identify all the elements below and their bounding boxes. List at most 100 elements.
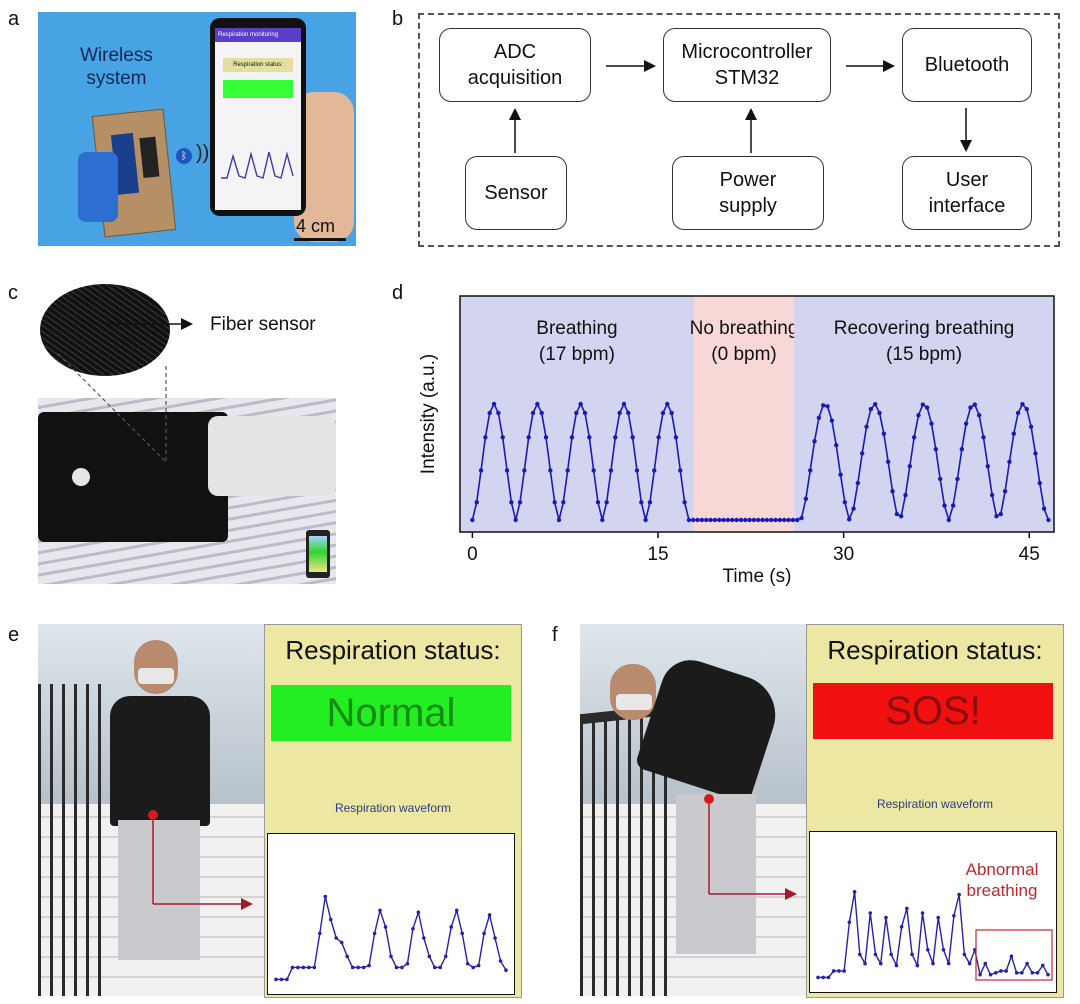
data-point (799, 515, 804, 521)
panel-label-d: d (392, 282, 404, 304)
data-point (920, 402, 926, 407)
data-point (1024, 406, 1029, 412)
abnormal-region-box (975, 929, 1053, 981)
waveform-point (1020, 971, 1024, 975)
sensor-pointer (152, 820, 253, 910)
abnormal-breathing-label: Abnormal breathing (965, 860, 1039, 900)
data-point (604, 500, 609, 505)
data-point (509, 500, 514, 505)
waveform-point (372, 931, 377, 936)
waveform-point (826, 975, 831, 980)
data-point (678, 468, 683, 473)
bluetooth-module (139, 136, 160, 179)
data-point (608, 468, 614, 473)
white-trousers (208, 416, 336, 496)
phone-app-header: Respiration monitoring (215, 28, 301, 42)
data-point (842, 500, 848, 505)
data-point (738, 517, 744, 523)
data-point (673, 435, 679, 440)
data-point (695, 517, 700, 523)
waveform-label-e: Respiration waveform (334, 801, 452, 815)
data-point (911, 435, 917, 440)
waveform-point (905, 906, 909, 911)
shirt-logo (72, 468, 90, 486)
region-label-0: Breathing (536, 318, 617, 339)
waveform-point (356, 965, 360, 970)
respiration-chart: Breathing(17 bpm)No breathing(0 bpm)Reco… (418, 295, 1055, 587)
data-point (587, 435, 592, 440)
data-point (595, 500, 601, 505)
waveform-point (1046, 972, 1050, 977)
waveform-point (422, 936, 426, 940)
data-point (504, 468, 510, 473)
data-point (816, 415, 822, 421)
panel-label-a: a (8, 8, 20, 30)
data-point (760, 517, 765, 523)
waveform-point (858, 952, 862, 957)
data-point (864, 424, 869, 429)
data-point (972, 402, 977, 407)
data-point (565, 468, 570, 473)
data-point (1020, 401, 1025, 407)
waveform-point (323, 894, 328, 899)
waveform-point (307, 965, 311, 970)
data-point (470, 517, 475, 523)
sensor-box: Sensor (465, 156, 567, 230)
head (134, 640, 178, 694)
data-point (812, 438, 817, 444)
data-point (552, 500, 557, 505)
data-point (617, 410, 622, 416)
sensor-marker-f (704, 794, 714, 804)
data-point (756, 517, 761, 523)
data-point (821, 403, 826, 408)
waveform-point (1030, 971, 1035, 975)
head-f (610, 664, 656, 720)
waveform-point (350, 965, 355, 970)
data-point (907, 463, 913, 469)
waveform-point (1004, 969, 1008, 973)
waveform-point (427, 954, 432, 959)
bluetooth-box: Bluetooth (902, 28, 1032, 102)
hand-glove (78, 152, 118, 222)
phone-on-mat (306, 530, 330, 578)
scale-bar-label: 4 cm (296, 216, 336, 236)
data-point (881, 431, 887, 436)
waveform-point (487, 913, 492, 917)
data-point (859, 451, 865, 456)
x-tick-label-2: 30 (833, 544, 854, 565)
sensor-pointer-f (708, 804, 797, 900)
phone-status-title: Respiration status: (223, 58, 293, 72)
stair-railing (38, 684, 108, 996)
waveform-point (334, 936, 339, 940)
phone-screen: Respiration monitoring Respiration statu… (215, 28, 301, 210)
waveform-point (400, 965, 404, 970)
data-point (1041, 506, 1047, 511)
data-point (665, 401, 670, 407)
data-point (751, 517, 757, 523)
waveform-point (983, 961, 988, 966)
data-point (652, 468, 657, 473)
data-point (574, 410, 579, 416)
data-point (786, 517, 791, 523)
data-point (1033, 451, 1038, 456)
data-point (725, 517, 731, 523)
data-point (478, 468, 484, 473)
status-title-e: Respiration status: (285, 635, 501, 665)
y-axis-label: Intensity (a.u.) (418, 354, 439, 474)
waveform-point (899, 925, 904, 929)
status-normal-banner: Normal (271, 685, 511, 741)
status-sos-banner: SOS! (813, 683, 1053, 739)
zoom-line-left (57, 353, 167, 463)
waveform-point (504, 968, 508, 972)
data-point (626, 410, 631, 416)
face-mask-f (616, 694, 652, 710)
panel-label-b: b (392, 8, 404, 30)
data-point (808, 468, 813, 473)
waveform-point (449, 925, 454, 929)
data-point (569, 435, 575, 440)
data-point (1011, 431, 1016, 436)
data-point (660, 410, 666, 416)
data-point (929, 421, 934, 426)
data-point (539, 410, 544, 416)
data-point (556, 517, 562, 523)
